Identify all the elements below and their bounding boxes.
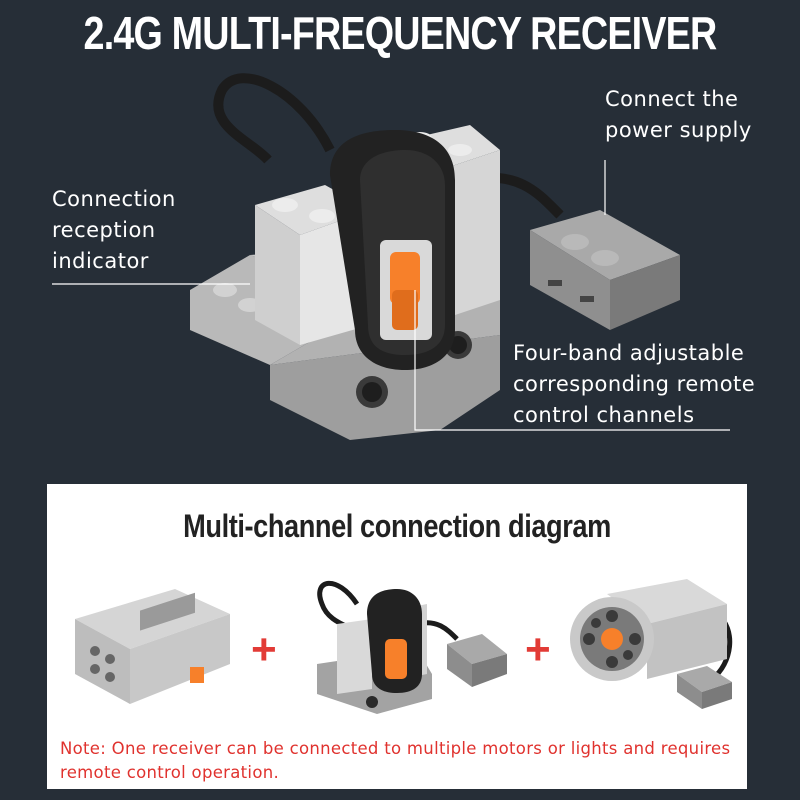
bands-leader-line [414,290,730,431]
page-title: 2.4G MULTI-FREQUENCY RECEIVER [83,7,718,59]
connection-diagram-panel: Multi-channel connection diagram + [47,484,747,789]
receiver-cable [213,73,335,164]
indicator-callout: Connection reception indicator [52,187,176,273]
receiver-thumbnail [317,580,507,714]
receiver-illustration [52,73,730,440]
battery-box-image [75,589,230,704]
motor-image [570,579,733,709]
plus-sign-2: + [525,625,551,674]
bands-callout: Four-band adjustable corresponding remot… [513,341,756,427]
power-plug [530,210,680,330]
plus-sign-1: + [251,625,277,674]
power-callout: Connect the power supply [605,87,752,142]
diagram-note: Note: One receiver can be connected to m… [60,739,731,782]
diagram-title: Multi-channel connection diagram [183,508,611,544]
receiver-shell [330,130,455,370]
